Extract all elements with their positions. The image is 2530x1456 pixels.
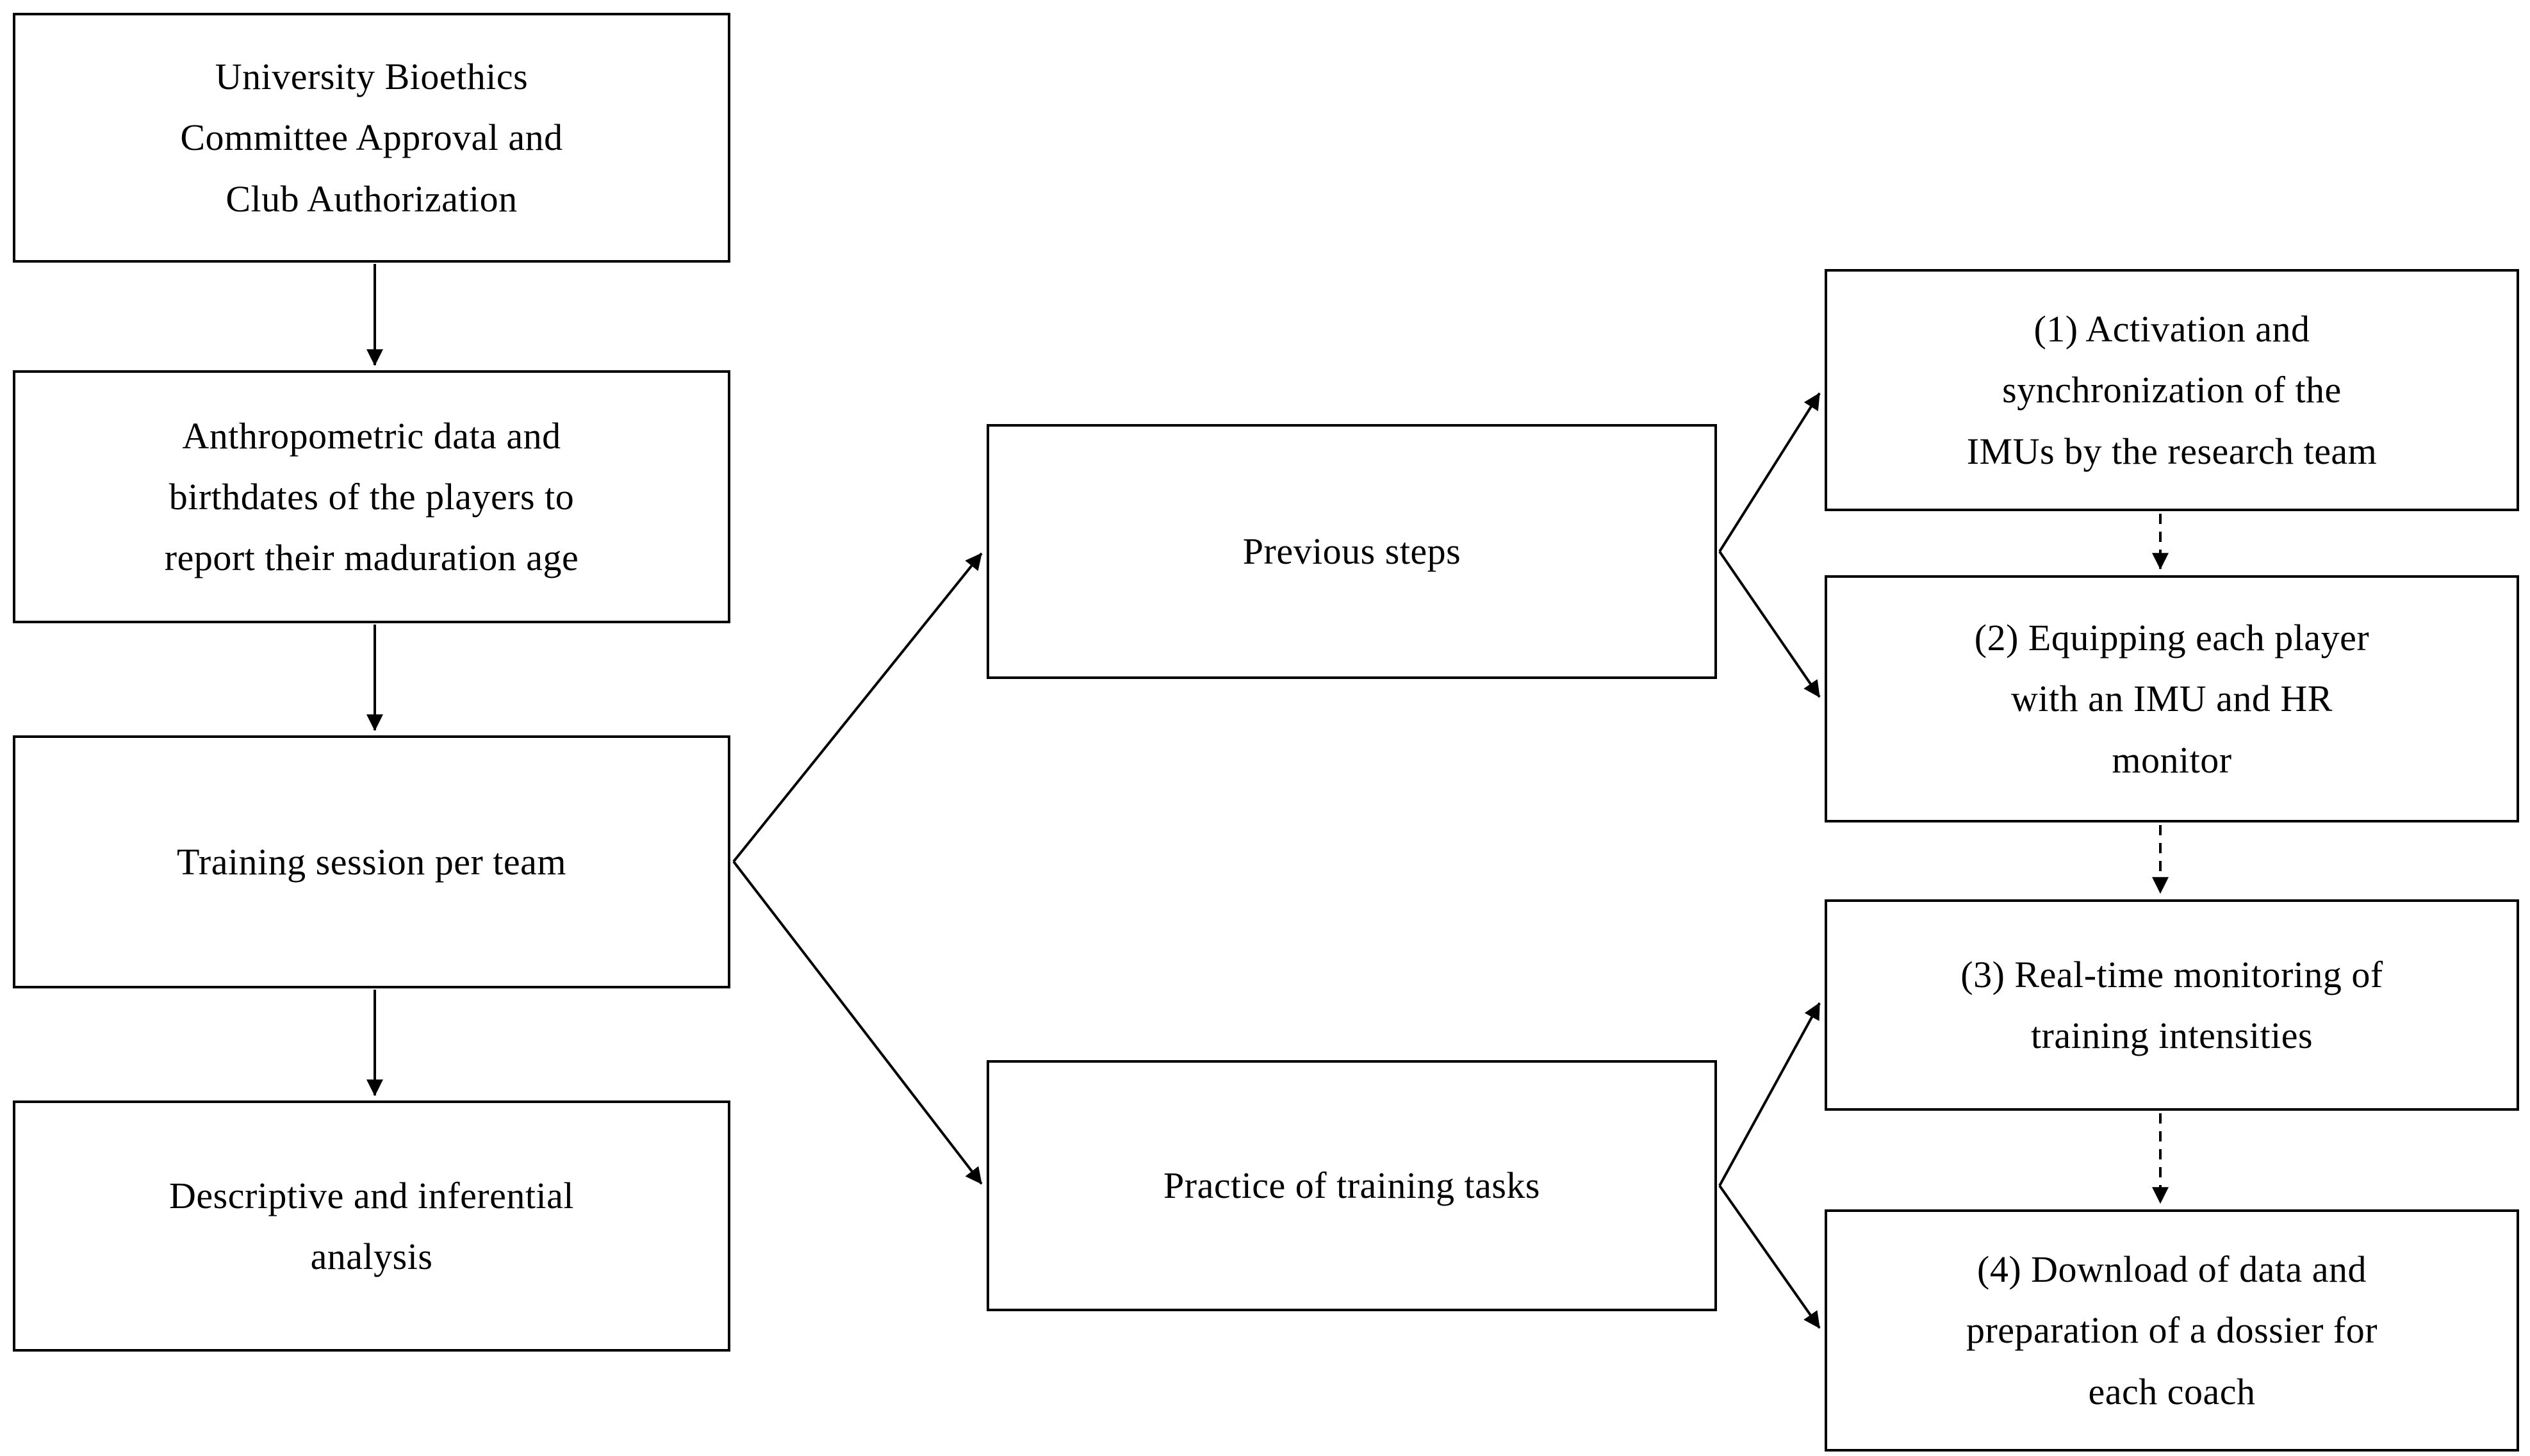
node-step4-download-dossier: (4) Download of data and preparation of … — [1825, 1209, 2519, 1452]
arrow-practice-to-step4 — [1718, 1184, 1821, 1329]
arrow-previous-to-step1 — [1718, 392, 1821, 553]
node-step3-realtime-monitoring: (3) Real-time monitoring of training int… — [1825, 899, 2519, 1111]
node-bioethics-approval-label: University Bioethics Committee Approval … — [180, 56, 563, 220]
node-anthropometric-data: Anthropometric data and birthdates of th… — [13, 370, 730, 623]
arrow-practice-to-step3 — [1718, 1002, 1821, 1186]
node-descriptive-inferential-analysis-label: Descriptive and inferential analysis — [169, 1174, 574, 1277]
node-bioethics-approval: University Bioethics Committee Approval … — [13, 13, 730, 263]
node-previous-steps: Previous steps — [987, 424, 1717, 679]
node-step2-label: (2) Equipping each player with an IMU an… — [1974, 617, 2370, 781]
node-training-session: Training session per team — [13, 735, 730, 988]
node-step2-equipping-players: (2) Equipping each player with an IMU an… — [1825, 575, 2519, 822]
node-anthropometric-data-label: Anthropometric data and birthdates of th… — [164, 414, 579, 579]
node-practice-training-tasks: Practice of training tasks — [987, 1060, 1717, 1311]
node-practice-training-tasks-label: Practice of training tasks — [1163, 1165, 1540, 1207]
node-descriptive-inferential-analysis: Descriptive and inferential analysis — [13, 1100, 730, 1352]
arrow-training-to-previous-steps — [732, 552, 983, 863]
node-training-session-label: Training session per team — [176, 840, 567, 883]
node-step1-label: (1) Activation and synchronization of th… — [1966, 308, 2378, 472]
node-step1-activation-synchronization: (1) Activation and synchronization of th… — [1825, 269, 2519, 511]
node-previous-steps-label: Previous steps — [1242, 530, 1461, 573]
node-step4-label: (4) Download of data and preparation of … — [1966, 1248, 2378, 1412]
arrow-training-to-practice-tasks — [732, 860, 983, 1185]
node-step3-label: (3) Real-time monitoring of training int… — [1960, 953, 2383, 1056]
arrow-previous-to-step2 — [1718, 550, 1821, 698]
